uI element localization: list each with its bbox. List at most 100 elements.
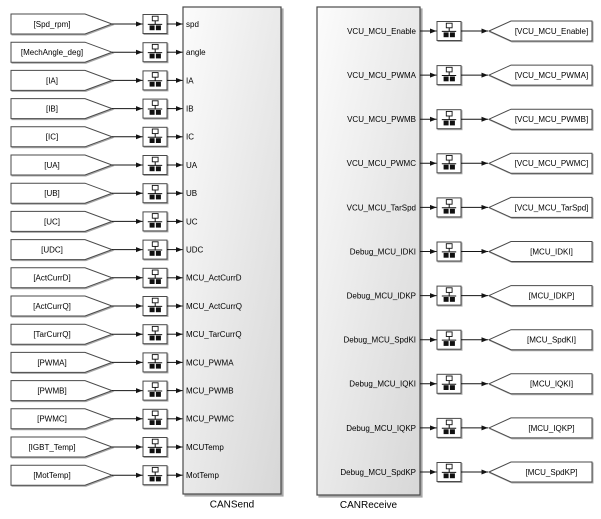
signal-conversion-block[interactable] (142, 183, 168, 204)
signal-conversion-block[interactable] (142, 42, 168, 63)
signal-conversion-block[interactable] (436, 462, 462, 482)
canreceive-block[interactable]: CANReceive (316, 6, 421, 511)
bus-hierarchy-icon (441, 380, 457, 385)
from-tag[interactable] (10, 210, 114, 232)
goto-tag[interactable] (487, 417, 593, 439)
from-tag[interactable] (10, 351, 114, 373)
goto-tag-label: [MCU_IDKP] (529, 292, 575, 301)
canreceive-label[interactable]: CANReceive (340, 500, 398, 511)
from-tag[interactable] (10, 323, 114, 345)
bus-hierarchy-icon (155, 138, 161, 143)
from-tag[interactable] (10, 126, 114, 148)
input-port-label: MCU_PWMB (186, 387, 234, 396)
receive-row: VCU_MCU_PWMA[VCU_MCU_PWMA] (347, 64, 593, 86)
bus-hierarchy-icon (151, 156, 159, 163)
signal-conversion-block[interactable] (436, 197, 462, 218)
from-tag[interactable] (10, 408, 114, 430)
signal-conversion-block[interactable] (436, 329, 462, 350)
signal-conversion-block[interactable] (436, 65, 462, 86)
bus-hierarchy-icon (147, 105, 163, 110)
signal-conversion-block[interactable] (142, 465, 168, 486)
cansend-label[interactable]: CANSend (210, 500, 254, 511)
cansend-body[interactable] (182, 6, 282, 495)
signal-conversion-block[interactable] (142, 14, 168, 34)
bus-hierarchy-icon (149, 476, 155, 482)
bus-hierarchy-icon (149, 166, 155, 172)
goto-tag[interactable] (487, 285, 593, 307)
cansend-block[interactable]: CANSend (182, 6, 282, 511)
signal-conversion-block[interactable] (142, 70, 168, 91)
bus-hierarchy-icon (149, 307, 155, 313)
goto-tag[interactable] (487, 64, 593, 86)
receive-rows: VCU_MCU_Enable[VCU_MCU_Enable]VCU_MCU_PW… (340, 20, 593, 483)
from-tag[interactable] (10, 41, 114, 63)
goto-tag[interactable] (487, 108, 593, 130)
bus-hierarchy-icon (151, 213, 159, 219)
goto-tag[interactable] (487, 373, 593, 395)
from-tag[interactable] (10, 295, 114, 317)
bus-hierarchy-icon (443, 252, 449, 258)
from-tag[interactable] (10, 239, 114, 261)
signal-conversion-block[interactable] (436, 241, 462, 262)
receive-row: Debug_MCU_SpdKI[MCU_SpdKI] (344, 329, 593, 351)
signal-conversion-block[interactable] (142, 437, 168, 457)
bus-hierarchy-icon (147, 302, 163, 307)
from-tag-label: [PWMB] (37, 387, 66, 396)
goto-tag[interactable] (487, 329, 593, 351)
bus-hierarchy-icon (151, 15, 159, 22)
bus-hierarchy-icon (445, 110, 453, 117)
bus-hierarchy-icon (147, 359, 163, 364)
bus-hierarchy-icon (449, 385, 455, 390)
send-row: [IA]IA (10, 69, 194, 91)
from-tag[interactable] (10, 436, 114, 458)
from-tag[interactable] (10, 267, 114, 289)
from-tag[interactable] (10, 154, 114, 176)
bus-hierarchy-icon (151, 410, 159, 417)
bus-hierarchy-icon (155, 335, 161, 341)
goto-tag[interactable] (487, 152, 593, 174)
signal-conversion-block[interactable] (142, 155, 168, 175)
signal-conversion-block[interactable] (436, 153, 462, 174)
signal-conversion-block[interactable] (142, 239, 168, 260)
signal-conversion-block[interactable] (142, 267, 168, 288)
goto-tag[interactable] (487, 196, 593, 218)
receive-row: Debug_MCU_IQKI[MCU_IQKI] (349, 373, 593, 395)
bus-hierarchy-icon (449, 32, 455, 38)
canreceive-body[interactable] (316, 6, 421, 496)
signal-conversion-block[interactable] (142, 211, 168, 232)
from-tag[interactable] (10, 98, 114, 120)
from-tag[interactable] (10, 69, 114, 91)
bus-hierarchy-icon (155, 363, 161, 369)
signal-conversion-block[interactable] (436, 373, 462, 394)
signal-conversion-block[interactable] (142, 126, 168, 147)
signal-conversion-block[interactable] (436, 109, 462, 130)
goto-tag[interactable] (487, 241, 593, 262)
from-tag-label: [MechAngle_deg] (21, 48, 83, 57)
receive-row: Debug_MCU_IQKP[MCU_IQKP] (346, 417, 593, 439)
goto-tag[interactable] (487, 461, 593, 483)
output-port-label: Debug_MCU_IQKI (349, 380, 416, 389)
bus-hierarchy-icon (449, 120, 455, 126)
signal-conversion-block[interactable] (142, 380, 168, 401)
signal-conversion-block[interactable] (142, 296, 168, 316)
from-tag[interactable] (10, 13, 114, 35)
from-tag-label: [IC] (46, 133, 58, 142)
bus-hierarchy-icon (441, 468, 457, 473)
bus-hierarchy-icon (149, 81, 155, 87)
bus-hierarchy-icon (441, 160, 457, 165)
input-port-label: UA (186, 161, 198, 170)
signal-conversion-block[interactable] (142, 324, 168, 345)
from-tag[interactable] (10, 380, 114, 402)
send-row: [PWMB] MCU_PWMB (10, 380, 234, 402)
signal-conversion-block[interactable] (142, 408, 168, 429)
signal-conversion-block[interactable] (436, 21, 462, 41)
from-tag[interactable] (10, 182, 114, 204)
signal-conversion-block[interactable] (142, 352, 168, 373)
signal-conversion-block[interactable] (142, 98, 168, 119)
signal-conversion-block[interactable] (436, 417, 462, 438)
goto-tag[interactable] (487, 20, 593, 42)
from-tag[interactable] (10, 464, 114, 486)
bus-hierarchy-icon (449, 341, 455, 346)
signal-conversion-block[interactable] (436, 285, 462, 306)
